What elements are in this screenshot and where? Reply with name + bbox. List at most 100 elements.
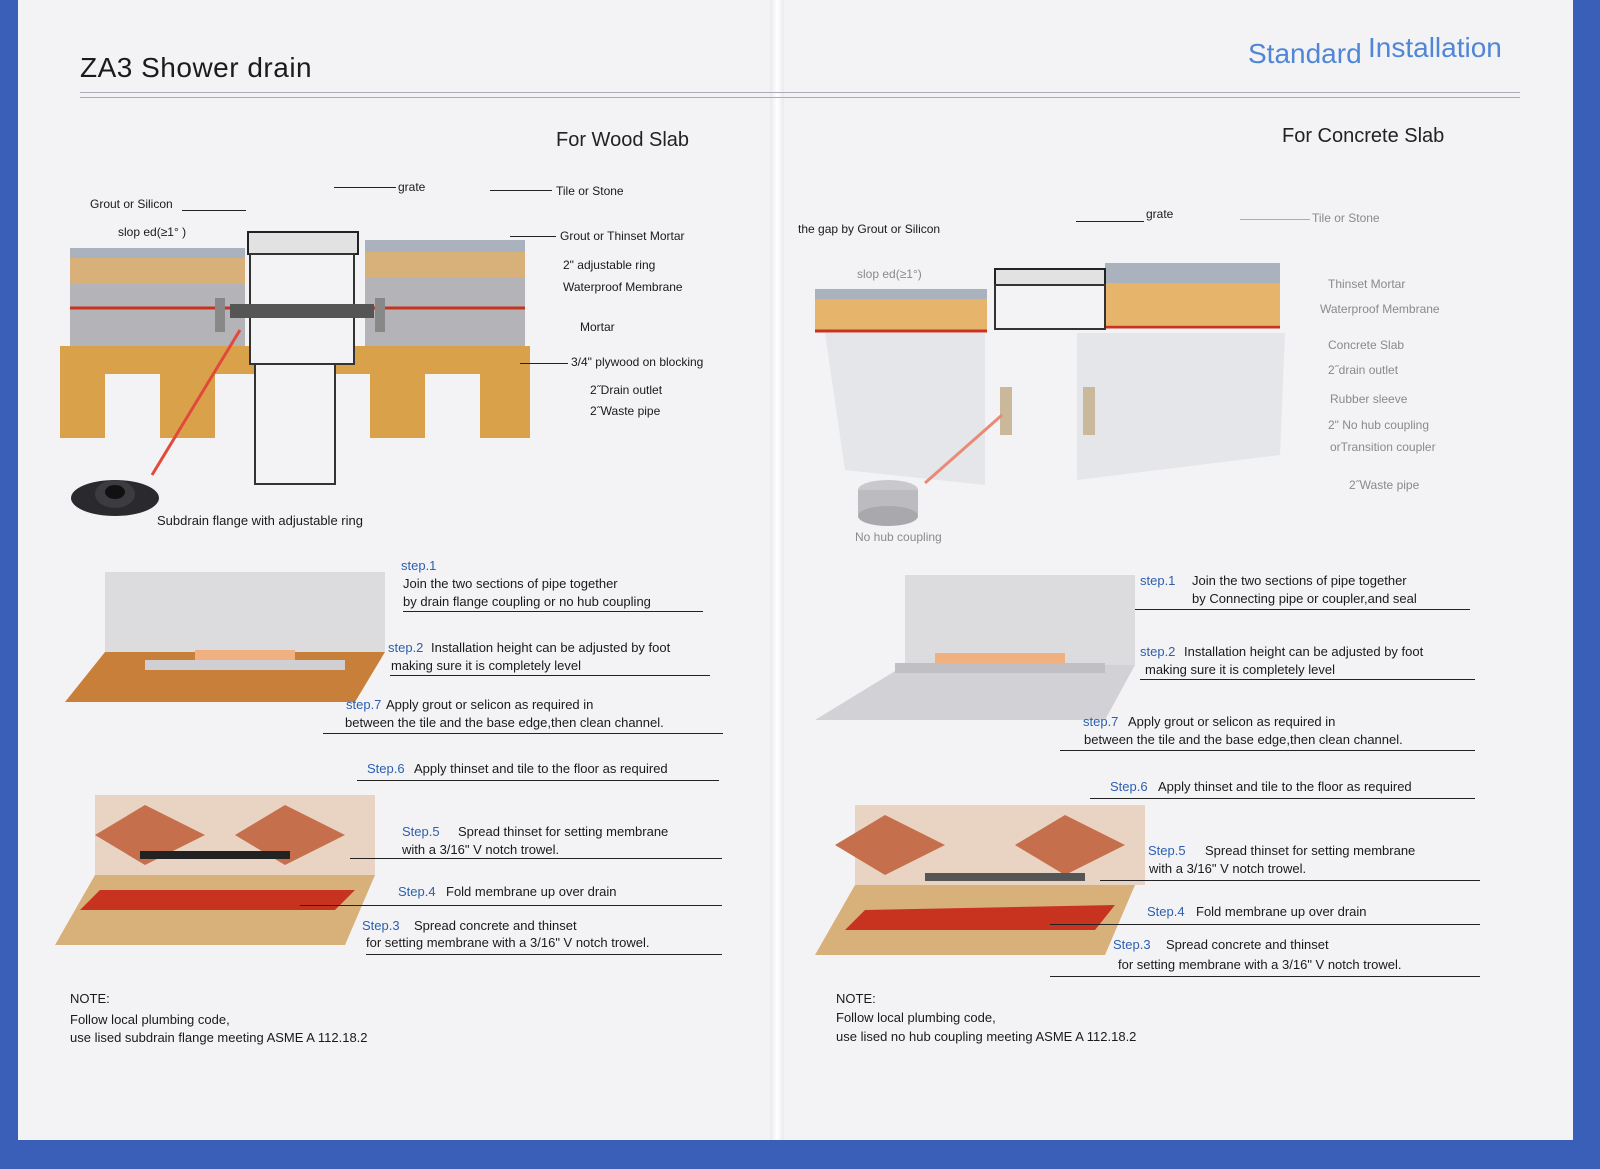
- concrete-step7-line1: Apply grout or selicon as required in: [1128, 714, 1336, 729]
- label-tile-stone-c: Tile or Stone: [1312, 211, 1380, 225]
- label-mortar: Mortar: [580, 320, 615, 334]
- concrete-step3-line2: for setting membrane with a 3/16" V notc…: [1118, 957, 1402, 972]
- concrete-note-line1: Follow local plumbing code,: [836, 1010, 996, 1025]
- concrete-note-title: NOTE:: [836, 991, 876, 1006]
- wood-step3-line1: Spread concrete and thinset: [414, 918, 577, 933]
- label-rubber-sleeve: Rubber sleeve: [1330, 392, 1408, 406]
- wood-step1-line2: by drain flange coupling or no hub coupl…: [403, 594, 651, 609]
- concrete-step3-line1: Spread concrete and thinset: [1166, 937, 1329, 952]
- wood-step5-line2: with a 3/16" V notch trowel.: [402, 842, 560, 857]
- wood-step5-line1: Spread thinset for setting membrane: [458, 824, 669, 839]
- wood-step2-label: step.2: [388, 640, 424, 655]
- concrete-step2-label: step.2: [1140, 644, 1176, 659]
- label-grate: grate: [398, 180, 426, 194]
- step-rule: [1090, 798, 1475, 799]
- label-transition-coupler: orTransition coupler: [1330, 440, 1436, 454]
- concrete-step7-label: step.7: [1083, 714, 1119, 729]
- step-rule: [1050, 976, 1480, 977]
- label-waterproof-membrane-c: Waterproof Membrane: [1320, 302, 1440, 316]
- concrete-subtitle: For Concrete Slab: [1282, 125, 1445, 147]
- wood-step7-line2: between the tile and the base edge,then …: [345, 715, 664, 730]
- concrete-step6-label: Step.6: [1110, 779, 1148, 794]
- concrete-step5-line1: Spread thinset for setting membrane: [1205, 843, 1416, 858]
- header-rule-2: [80, 97, 1520, 98]
- label-tile-stone: Tile or Stone: [556, 184, 624, 198]
- concrete-step1-line1: Join the two sections of pipe together: [1192, 573, 1407, 588]
- wood-step1-line1: Join the two sections of pipe together: [403, 576, 618, 591]
- concrete-step-frame-diagram: [815, 575, 1135, 720]
- leader-line: [1076, 221, 1144, 222]
- wood-step2-line1: Installation height can be adjusted by f…: [431, 640, 671, 655]
- label-plywood: 3/4" plywood on blocking: [571, 355, 704, 369]
- label-slope-c: slop ed(≥1°): [857, 267, 922, 281]
- leader-line: [334, 187, 396, 188]
- label-waterproof-membrane: Waterproof Membrane: [563, 280, 683, 294]
- label-drain-outlet-c: 2˝drain outlet: [1328, 363, 1399, 377]
- concrete-step5-label: Step.5: [1148, 843, 1186, 858]
- installation-title: Installation: [1368, 32, 1502, 63]
- wood-note-title: NOTE:: [70, 991, 110, 1006]
- wood-step1-label: step.1: [401, 558, 437, 573]
- wood-step7-label: step.7: [346, 697, 382, 712]
- wood-step3-line2: for setting membrane with a 3/16" V notc…: [366, 935, 650, 950]
- wood-step6-label: Step.6: [367, 761, 405, 776]
- no-hub-coupling-image: [858, 480, 918, 526]
- standard-title: Standard: [1248, 38, 1362, 69]
- wood-step-tile-diagram: [55, 795, 375, 945]
- concrete-note-line2: use lised no hub coupling meeting ASME A…: [836, 1029, 1137, 1044]
- concrete-step-tile-diagram: [815, 805, 1145, 955]
- wood-step2-line2: making sure it is completely level: [391, 658, 582, 673]
- step-rule: [300, 905, 722, 906]
- wood-step-frame-diagram: [65, 572, 385, 702]
- step-rule: [1140, 679, 1475, 680]
- wood-note-line2: use lised subdrain flange meeting ASME A…: [70, 1030, 368, 1045]
- page-title: ZA3 Shower drain: [80, 52, 313, 83]
- label-slope: slop ed(≥1° ): [118, 225, 187, 239]
- label-no-hub: No hub coupling: [855, 530, 942, 544]
- label-drain-outlet: 2˝Drain outlet: [590, 383, 663, 397]
- wood-cross-section: [60, 231, 530, 485]
- concrete-step6-text: Apply thinset and tile to the floor as r…: [1158, 779, 1412, 794]
- step-rule: [357, 780, 719, 781]
- label-grate-c: grate: [1146, 207, 1174, 221]
- subdrain-flange-image: [71, 480, 159, 516]
- step-rule: [1050, 924, 1480, 925]
- step-rule: [1060, 750, 1475, 751]
- leader-line: [520, 363, 568, 364]
- page-fold: [770, 0, 784, 1140]
- label-waste-pipe-c: 2˝Waste pipe: [1349, 478, 1420, 492]
- label-thinset: Thinset Mortar: [1328, 277, 1406, 291]
- leader-line: [510, 236, 556, 237]
- concrete-step4-label: Step.4: [1147, 904, 1185, 919]
- step-rule: [403, 611, 703, 612]
- wood-step6-text: Apply thinset and tile to the floor as r…: [414, 761, 668, 776]
- concrete-step1-line2: by Connecting pipe or coupler,and seal: [1192, 591, 1417, 606]
- wood-step4-label: Step.4: [398, 884, 436, 899]
- wood-step5-label: Step.5: [402, 824, 440, 839]
- label-grout-silicon: Grout or Silicon: [90, 197, 173, 211]
- label-concrete-slab: Concrete Slab: [1328, 338, 1405, 352]
- step-rule: [1100, 880, 1480, 881]
- leader-line: [1240, 219, 1310, 220]
- step-rule: [1135, 609, 1470, 610]
- concrete-step7-line2: between the tile and the base edge,then …: [1084, 732, 1403, 747]
- wood-step7-line1: Apply grout or selicon as required in: [386, 697, 594, 712]
- header-rule: [80, 92, 1520, 93]
- instruction-sheet: [18, 0, 1573, 1140]
- step-rule: [366, 954, 722, 955]
- label-waste-pipe: 2˝Waste pipe: [590, 404, 661, 418]
- concrete-step5-line2: with a 3/16" V notch trowel.: [1149, 861, 1307, 876]
- step-rule: [390, 675, 710, 676]
- label-grout-thinset: Grout or Thinset Mortar: [560, 229, 685, 243]
- concrete-step2-line2: making sure it is completely level: [1145, 662, 1336, 677]
- label-adjustable-ring: 2" adjustable ring: [563, 258, 656, 272]
- step-rule: [323, 733, 723, 734]
- wood-note-line1: Follow local plumbing code,: [70, 1012, 230, 1027]
- wood-subtitle: For Wood Slab: [556, 129, 690, 151]
- leader-line: [182, 210, 246, 211]
- concrete-cross-section: [815, 263, 1285, 485]
- wood-step3-label: Step.3: [362, 918, 400, 933]
- wood-step4-text: Fold membrane up over drain: [446, 884, 617, 899]
- label-no-hub-coupling: 2" No hub coupling: [1328, 418, 1429, 432]
- concrete-step4-text: Fold membrane up over drain: [1196, 904, 1367, 919]
